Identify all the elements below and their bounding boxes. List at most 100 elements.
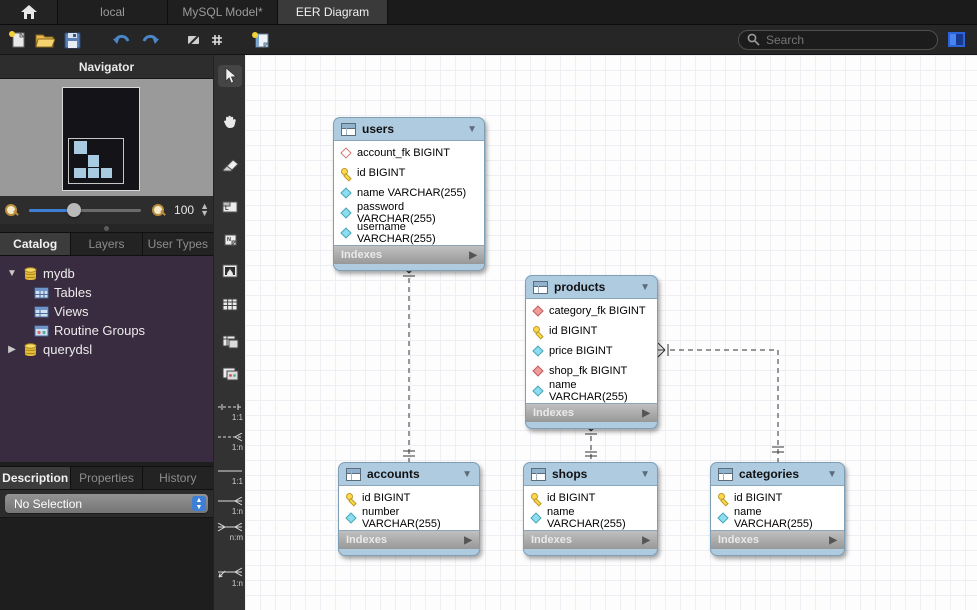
tool-cursor[interactable] [214, 65, 246, 87]
zoom-in-icon[interactable] [151, 203, 166, 218]
column-icon [340, 207, 352, 219]
table-header[interactable]: products ▼ [526, 276, 657, 298]
tool-rel-1-n-identifying[interactable]: 1:n [214, 497, 246, 516]
tab-catalog[interactable]: Catalog [0, 233, 72, 255]
tool-eraser[interactable] [214, 154, 246, 176]
table-header[interactable]: users ▼ [334, 118, 484, 140]
expand-arrow-icon[interactable]: ▶ [469, 249, 477, 261]
navigator-preview[interactable] [0, 79, 213, 196]
table-node-accounts[interactable]: accounts ▼ id BIGINT number VARCHAR(255)… [338, 462, 480, 556]
table-header[interactable]: categories ▼ [711, 463, 844, 485]
column-row[interactable]: name VARCHAR(255) [524, 506, 657, 530]
table-header[interactable]: shops ▼ [524, 463, 657, 485]
table-node-categories[interactable]: categories ▼ id BIGINT name VARCHAR(255)… [710, 462, 845, 556]
column-row[interactable]: price BIGINT [526, 341, 657, 361]
tab-mysql-model[interactable]: MySQL Model* [168, 0, 278, 24]
collapse-caret-icon[interactable]: ▼ [467, 123, 477, 135]
zoom-out-icon[interactable] [4, 203, 19, 218]
collapse-caret-icon[interactable]: ▼ [462, 468, 472, 480]
tab-properties[interactable]: Properties [71, 467, 143, 489]
tool-new-view[interactable] [214, 331, 246, 353]
undo-button[interactable] [112, 30, 132, 50]
collapse-caret-icon[interactable]: ▼ [640, 281, 650, 293]
zoom-value[interactable]: 100 [174, 203, 195, 217]
toggle-editing-button[interactable] [186, 30, 202, 50]
tool-hand[interactable] [214, 111, 246, 133]
collapse-caret-icon[interactable]: ▼ [827, 468, 837, 480]
tool-rel-1-n-non-identifying[interactable]: 1:n [214, 433, 246, 452]
tab-history[interactable]: History [142, 467, 213, 489]
table-name: users [362, 122, 395, 136]
indexes-bar[interactable]: Indexes ▶ [339, 531, 479, 549]
tool-new-layer[interactable]: L [214, 195, 246, 217]
zoom-slider[interactable] [29, 202, 142, 217]
tool-rel-n-m[interactable]: n:m [214, 523, 246, 542]
tool-new-table[interactable] [214, 293, 246, 315]
column-row[interactable]: id BIGINT [711, 488, 844, 508]
column-row[interactable]: password VARCHAR(255) [334, 201, 484, 225]
indexes-bar[interactable]: Indexes ▶ [334, 246, 484, 264]
selection-dropdown[interactable]: No Selection ▲▼ [5, 494, 208, 513]
indexes-bar[interactable]: Indexes ▶ [524, 531, 657, 549]
panel-splitter[interactable] [0, 224, 213, 232]
indexes-bar[interactable]: Indexes ▶ [526, 404, 657, 422]
chevron-right-icon[interactable]: ▶ [8, 344, 16, 355]
tab-home[interactable] [0, 0, 58, 24]
table-name: categories [739, 467, 800, 481]
new-note-button[interactable] [250, 30, 270, 50]
expand-arrow-icon[interactable]: ▶ [642, 534, 650, 546]
tool-new-note[interactable]: N [214, 229, 246, 251]
column-row[interactable]: id BIGINT [339, 488, 479, 508]
save-model-button[interactable] [63, 30, 82, 50]
open-model-button[interactable] [35, 30, 55, 50]
column-row[interactable]: id BIGINT [526, 321, 657, 341]
column-row[interactable]: id BIGINT [524, 488, 657, 508]
tab-eer-diagram[interactable]: EER Diagram [278, 0, 388, 24]
tool-new-image[interactable] [214, 260, 246, 282]
column-row[interactable]: username VARCHAR(255) [334, 221, 484, 245]
primary-key-icon [345, 492, 357, 504]
table-node-users[interactable]: users ▼ account_fk BIGINT id BIGINT name… [333, 117, 485, 271]
tool-rel-1-1-identifying[interactable]: 1:1 [214, 467, 246, 486]
expand-arrow-icon[interactable]: ▶ [642, 407, 650, 419]
table-node-shops[interactable]: shops ▼ id BIGINT name VARCHAR(255) Inde… [523, 462, 658, 556]
sidebar-toggle-icon[interactable] [948, 32, 965, 47]
viewport-rectangle[interactable] [68, 138, 124, 184]
tree-item-routine-groups[interactable]: Routine Groups [34, 321, 213, 340]
redo-button[interactable] [140, 30, 160, 50]
column-row[interactable]: name VARCHAR(255) [334, 183, 484, 203]
expand-arrow-icon[interactable]: ▶ [829, 534, 837, 546]
toggle-grid-button[interactable] [210, 30, 224, 50]
tab-local[interactable]: local [58, 0, 168, 24]
eer-diagram-canvas[interactable]: users ▼ account_fk BIGINT id BIGINT name… [245, 55, 977, 610]
column-row[interactable]: name VARCHAR(255) [711, 506, 844, 530]
zoom-stepper[interactable]: ▲▼ [200, 201, 209, 218]
column-row[interactable]: id BIGINT [334, 163, 484, 183]
chevron-down-icon[interactable]: ▼ [7, 268, 17, 279]
tree-item-tables[interactable]: Tables [34, 283, 213, 302]
tool-rel-1-n-existing-columns[interactable]: 1:n [214, 567, 246, 588]
column-row[interactable]: name VARCHAR(255) [526, 379, 657, 403]
relationship-1-n-solid-icon [218, 497, 243, 506]
indexes-bar[interactable]: Indexes ▶ [711, 531, 844, 549]
tab-user-types[interactable]: User Types [142, 233, 213, 255]
column-row[interactable]: number VARCHAR(255) [339, 506, 479, 530]
tree-item-querydsl[interactable]: ▶ querydsl [6, 340, 213, 359]
column-row[interactable]: account_fk BIGINT [334, 143, 484, 163]
table-header[interactable]: accounts ▼ [339, 463, 479, 485]
tab-layers[interactable]: Layers [71, 233, 143, 255]
tool-rel-1-1-non-identifying[interactable]: 1:1 [214, 403, 246, 422]
search-input[interactable] [766, 32, 929, 47]
tree-item-views[interactable]: Views [34, 302, 213, 321]
column-row[interactable]: category_fk BIGINT [526, 301, 657, 321]
new-document-button[interactable] [8, 30, 27, 50]
description-text-area[interactable] [0, 518, 213, 610]
column-row[interactable]: shop_fk BIGINT [526, 361, 657, 381]
zoom-slider-thumb[interactable] [67, 202, 81, 217]
expand-arrow-icon[interactable]: ▶ [464, 534, 472, 546]
collapse-caret-icon[interactable]: ▼ [640, 468, 650, 480]
tab-description[interactable]: Description [0, 467, 72, 489]
table-node-products[interactable]: products ▼ category_fk BIGINT id BIGINT … [525, 275, 658, 429]
tree-item-mydb[interactable]: ▼ mydb [6, 264, 213, 283]
tool-new-routine-group[interactable] [214, 363, 246, 385]
